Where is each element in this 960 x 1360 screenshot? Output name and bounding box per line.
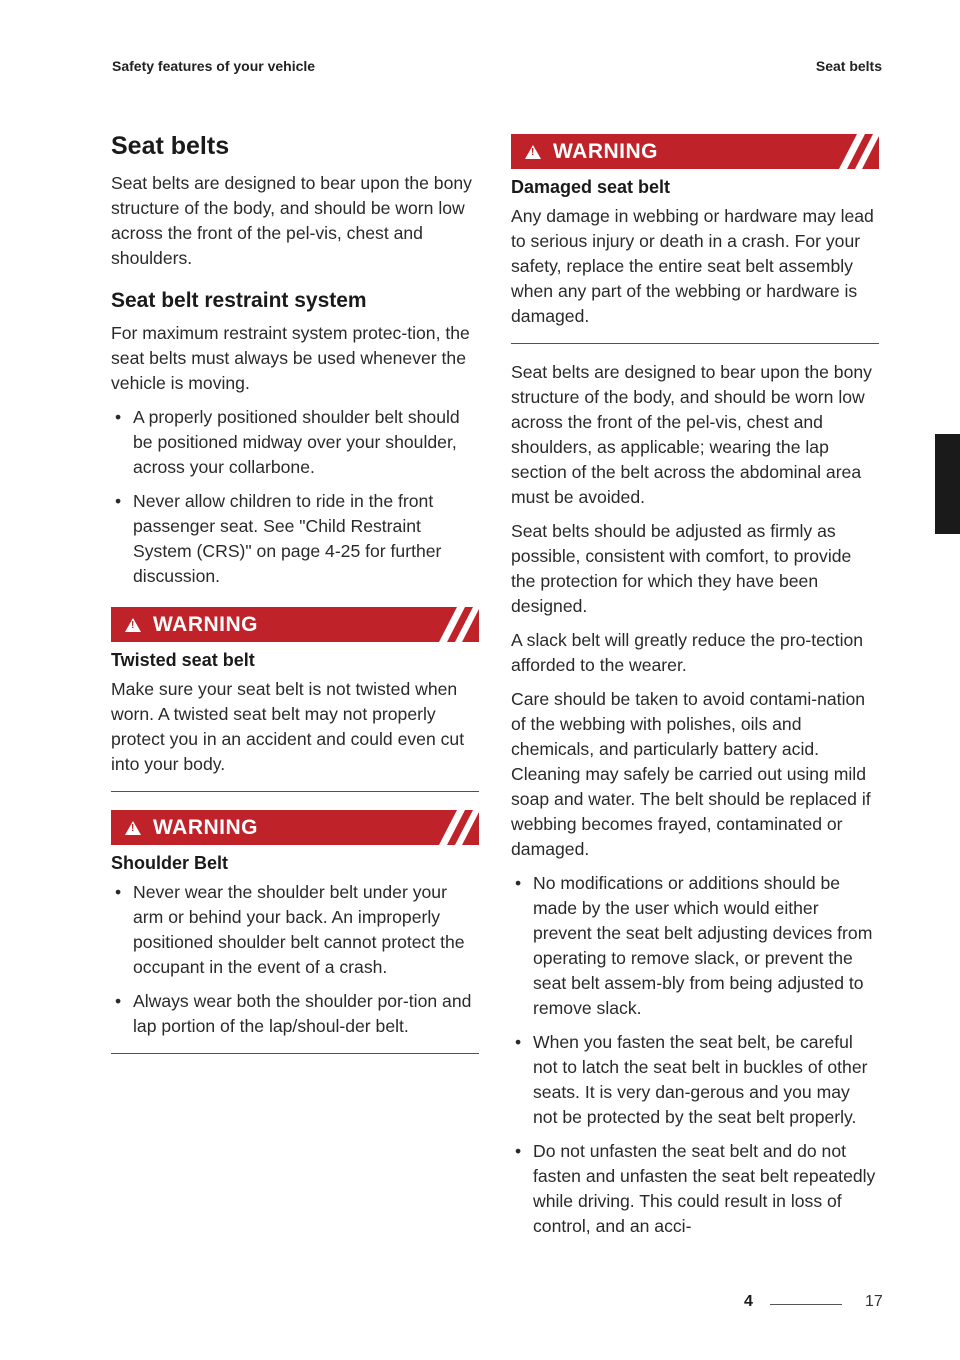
section-subtitle: Seat belt restraint system [111, 289, 367, 312]
warning-triangle-icon [125, 820, 141, 835]
slash-stripes-icon [825, 134, 879, 169]
paragraph: Seat belts are designed to bear upon the… [511, 362, 872, 507]
list-item-text: No modifications or additions should be … [533, 873, 873, 1018]
list-item: • No modifications or additions should be… [511, 871, 879, 1021]
right-column: WARNING Damaged seat belt Any damage in … [511, 134, 879, 1248]
restraint-bullet-list: • A properly positioned shoulder belt sho… [111, 405, 479, 589]
list-item: • Never wear the shoulder belt under your… [111, 880, 479, 980]
list-item-text: When you fasten the seat belt, be carefu… [533, 1032, 868, 1127]
bullet-dot-icon: • [515, 873, 522, 893]
bullet-dot-icon: • [115, 882, 122, 902]
chapter-tab-number: 4 [946, 512, 958, 534]
warning-twisted-belt: WARNING Twisted seat belt Make sure your… [111, 607, 479, 792]
list-item-text: Never allow children to ride in the fron… [133, 491, 442, 586]
list-item-text: A properly positioned shoulder belt shou… [133, 407, 460, 477]
bullet-dot-icon: • [115, 491, 122, 511]
bullet-dot-icon: • [515, 1032, 522, 1052]
care-bullet-list: • No modifications or additions should be… [511, 871, 879, 1239]
list-item: • When you fasten the seat belt, be caref… [511, 1030, 879, 1130]
list-item: • Do not unfasten the seat belt and do no… [511, 1139, 879, 1239]
warning-label: WARNING [153, 815, 258, 839]
restraint-paragraph: For maximum restraint system protec-tion… [111, 323, 470, 393]
warning-damaged-belt: WARNING Damaged seat belt Any damage in … [511, 134, 879, 344]
warning-triangle-icon [525, 144, 541, 159]
list-item: • Always wear both the shoulder por-tion … [111, 989, 479, 1039]
list-item: • Never allow children to ride in the fro… [111, 489, 479, 589]
bullet-dot-icon: • [115, 407, 122, 427]
chapter-tab [935, 434, 960, 534]
warning-divider [111, 1053, 479, 1054]
warning-title: Shoulder Belt [111, 853, 229, 873]
paragraph: A slack belt will greatly reduce the pro… [511, 630, 864, 675]
slash-stripes-icon [425, 810, 479, 845]
warning-title: Damaged seat belt [511, 177, 671, 197]
page-title: Seat belts [111, 132, 230, 160]
footer-chapter-number: 4 [744, 1293, 753, 1310]
paragraph: Seat belts should be adjusted as firmly … [511, 521, 852, 616]
warning-label: WARNING [553, 139, 658, 163]
warning-banner: WARNING [111, 810, 479, 845]
list-item-text: Always wear both the shoulder por-tion a… [133, 991, 472, 1036]
list-item: • A properly positioned shoulder belt sho… [111, 405, 479, 480]
warning-divider [111, 791, 479, 792]
list-item-text: Do not unfasten the seat belt and do not… [533, 1141, 876, 1236]
running-header-section: Safety features of your vehicle [112, 58, 316, 74]
warning-title: Twisted seat belt [111, 650, 255, 670]
warning-banner: WARNING [511, 134, 879, 169]
left-column: Seat belts Seat belts are designed to be… [111, 126, 479, 1054]
warning-shoulder-belt: WARNING Shoulder Belt • Never wear the sh… [111, 810, 479, 1054]
warning-triangle-icon [125, 617, 141, 632]
warning-label: WARNING [153, 612, 258, 636]
paragraph: Care should be taken to avoid contami-na… [511, 689, 871, 859]
running-header-topic: Seat belts [815, 58, 882, 74]
list-item-text: Never wear the shoulder belt under your … [133, 882, 465, 977]
bullet-dot-icon: • [115, 991, 122, 1011]
intro-paragraph: Seat belts are designed to bear upon the… [111, 173, 472, 268]
warning-divider [511, 343, 879, 344]
warning-bullet-list: • Never wear the shoulder belt under your… [111, 880, 479, 1039]
warning-text: Any damage in webbing or hardware may le… [511, 206, 874, 326]
warning-banner: WARNING [111, 607, 479, 642]
warning-text: Make sure your seat belt is not twisted … [111, 679, 465, 774]
bullet-dot-icon: • [515, 1141, 522, 1161]
footer-divider [770, 1304, 842, 1305]
footer-page-number: 17 [865, 1293, 883, 1310]
slash-stripes-icon [425, 607, 479, 642]
